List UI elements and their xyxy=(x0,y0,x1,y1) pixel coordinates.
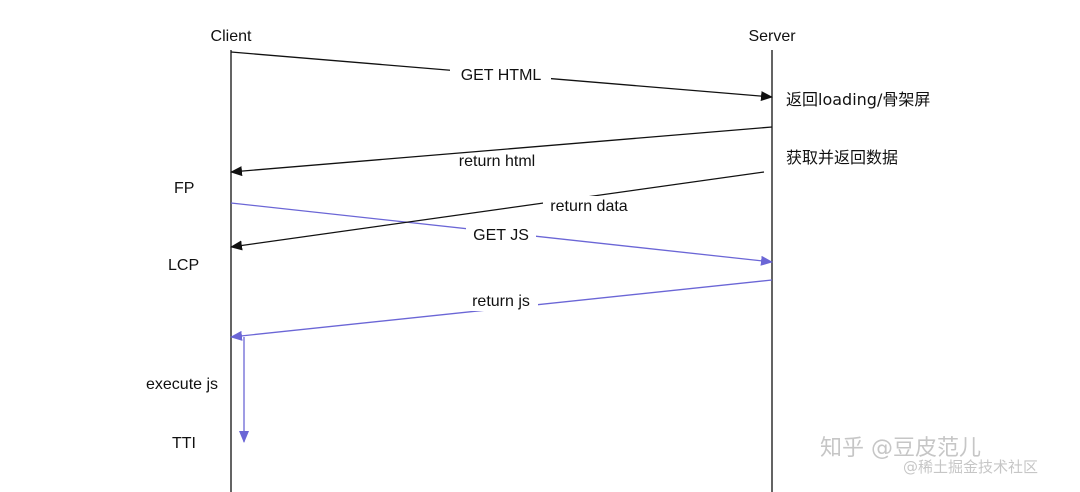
server-note-fetch-data: 获取并返回数据 xyxy=(786,148,898,167)
return-js-label-bg xyxy=(464,291,538,311)
return-html-label: return html xyxy=(459,153,535,170)
execute-js-label: execute js xyxy=(146,376,218,393)
server-label: Server xyxy=(748,28,796,45)
server-note-loading-skeleton: 返回loading/骨架屏 xyxy=(786,90,930,109)
tti-milestone-label: TTI xyxy=(172,435,196,452)
get-js-label-bg xyxy=(466,225,536,245)
client-label: Client xyxy=(211,28,252,45)
watermark-zhihu: 知乎 @豆皮范儿 xyxy=(820,436,981,461)
return-html-arrow xyxy=(230,126,773,177)
watermark-juejin: @稀土掘金技术社区 xyxy=(903,458,1038,476)
return-js-label: return js xyxy=(472,293,530,310)
fp-milestone-label: FP xyxy=(174,180,194,197)
return-data-label: return data xyxy=(550,198,627,215)
watermark: 知乎 @豆皮范儿 @稀土掘金技术社区 xyxy=(820,436,1038,476)
get-html-label-bg xyxy=(450,63,551,85)
return-data-label-bg xyxy=(543,196,635,216)
return-data-arrow xyxy=(230,171,765,251)
get-html-label: GET HTML xyxy=(461,67,542,84)
lcp-milestone-label: LCP xyxy=(168,257,199,274)
get-js-label: GET JS xyxy=(473,227,529,244)
